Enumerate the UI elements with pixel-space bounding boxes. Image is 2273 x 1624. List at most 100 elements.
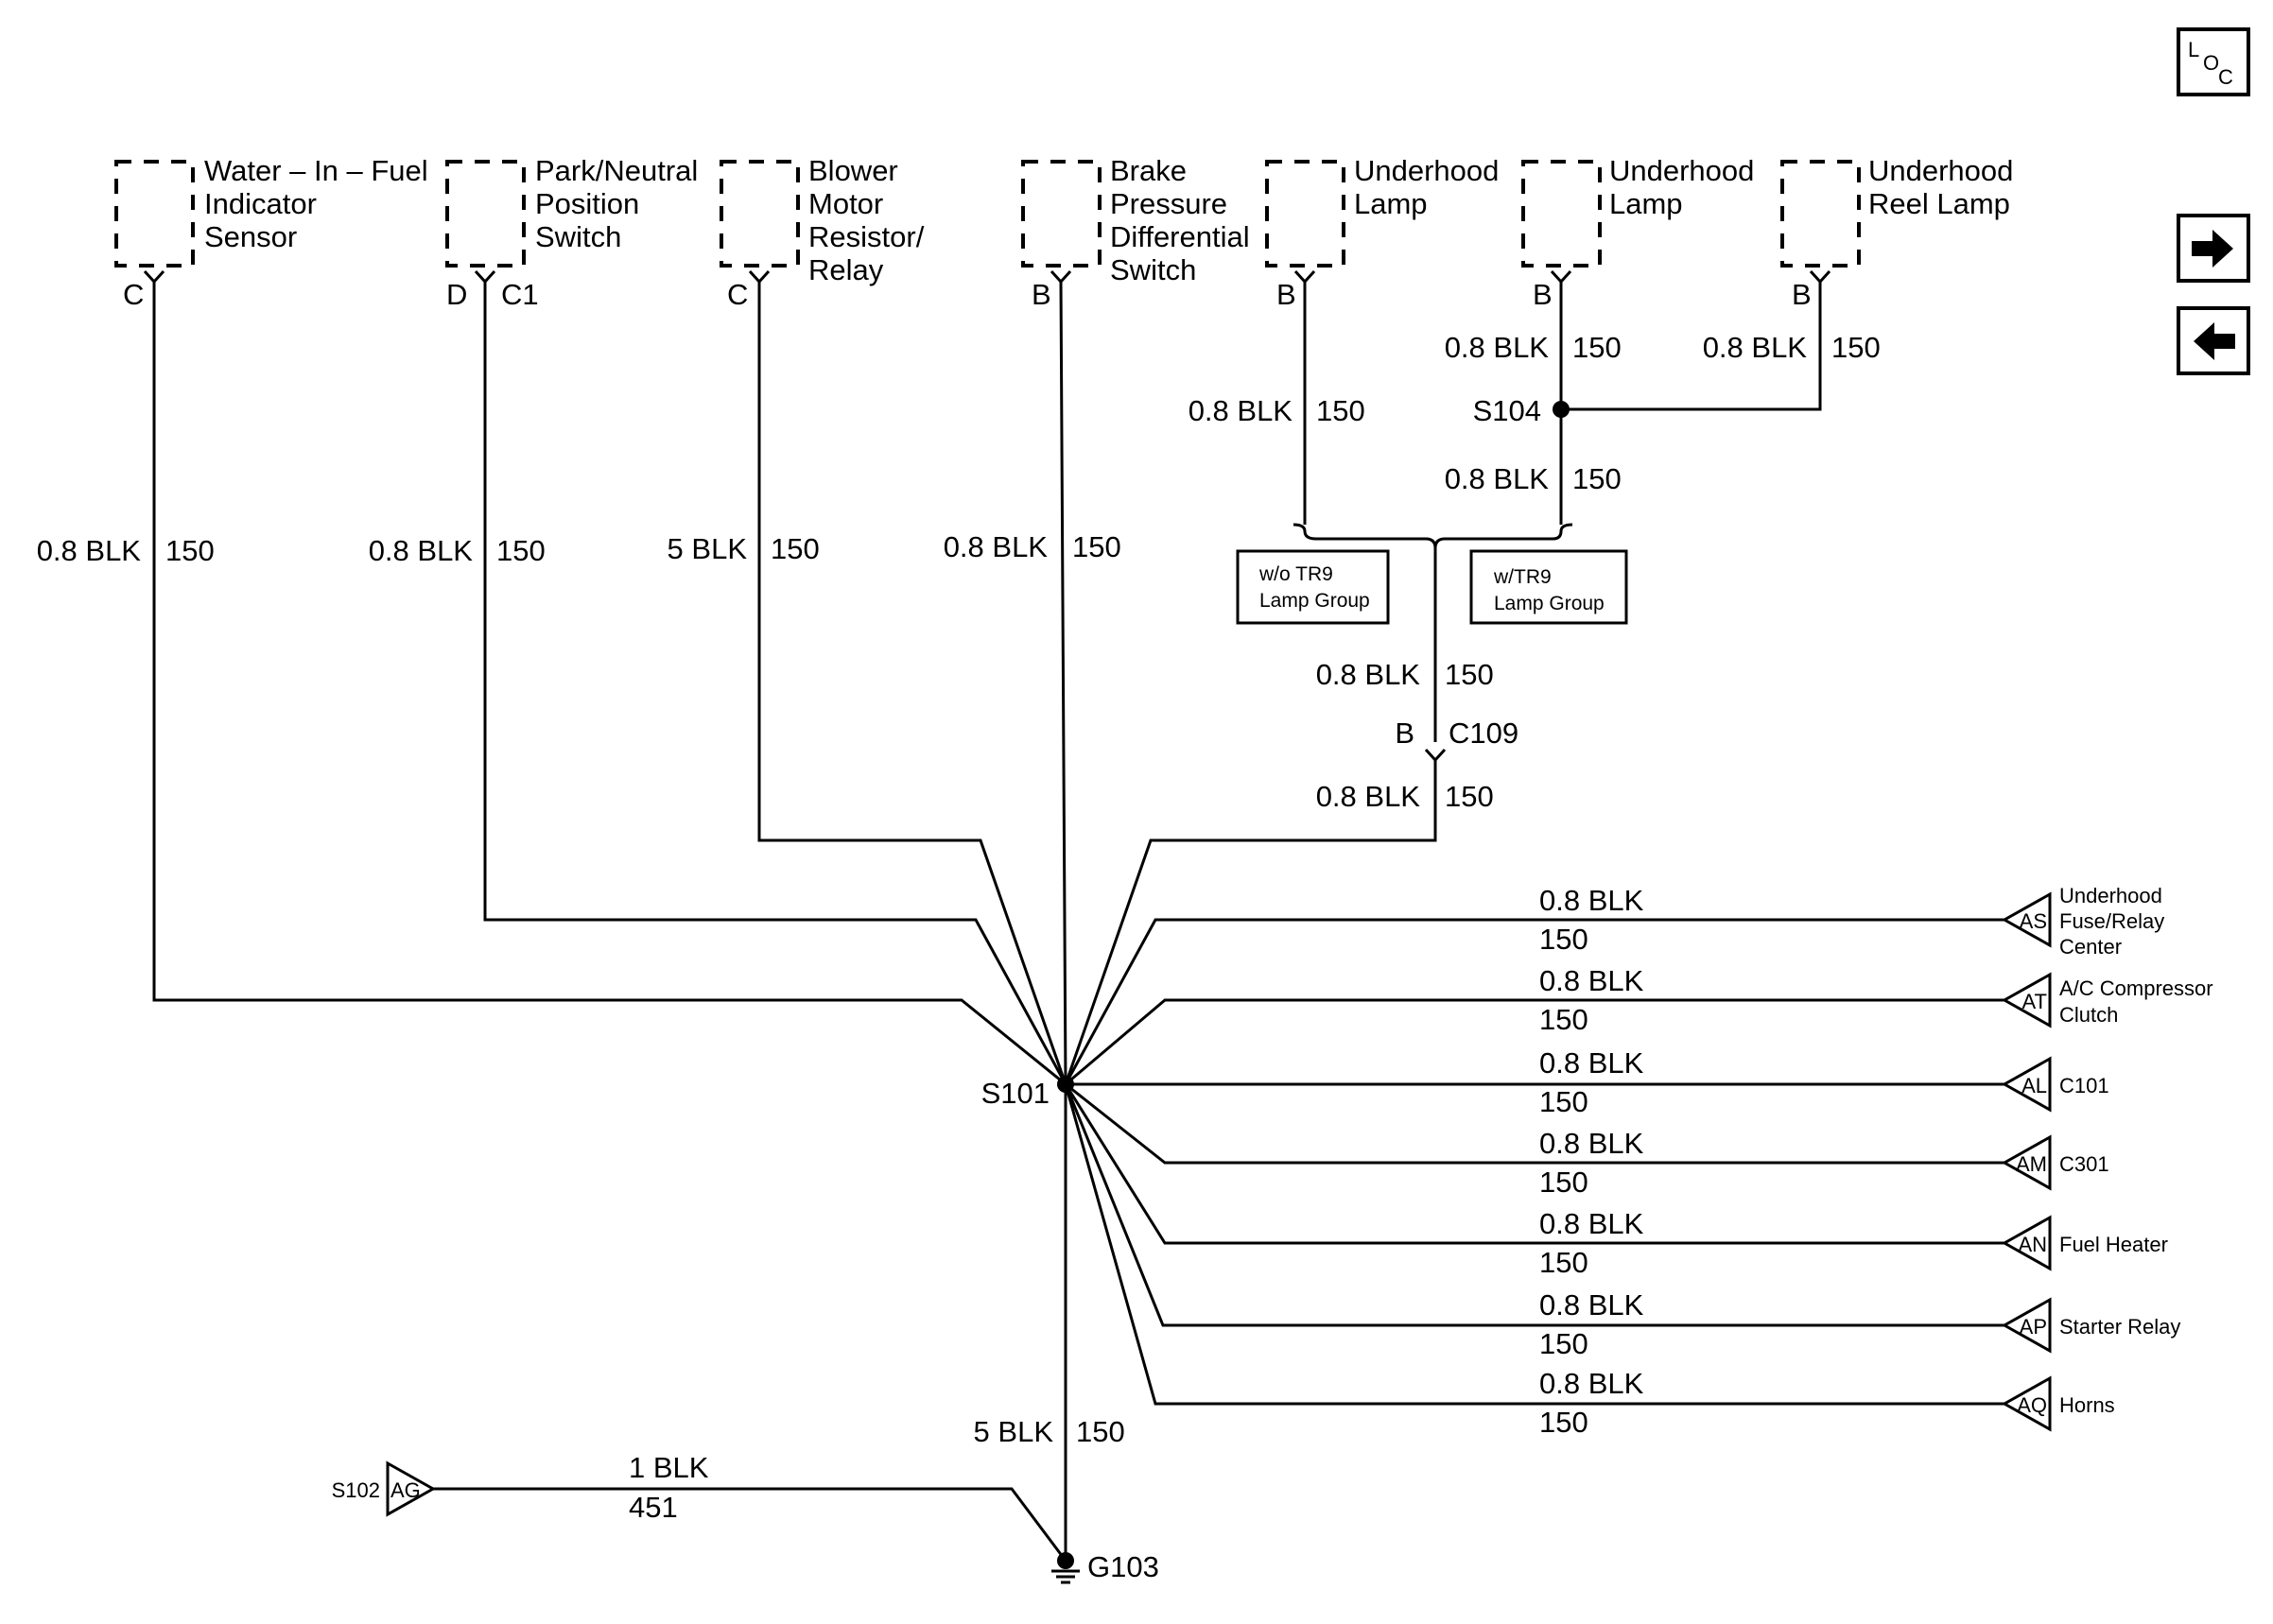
component-label: Reel Lamp xyxy=(1868,187,2010,220)
component-box xyxy=(445,160,526,268)
component-underhood-lamp-1[interactable]: Underhood Lamp B xyxy=(1265,154,1499,311)
splice-s104[interactable]: S104 xyxy=(1473,394,1570,427)
wire-output-am[interactable] xyxy=(1065,1082,2004,1165)
wires xyxy=(152,281,2004,1562)
ground-label: G103 xyxy=(1087,1550,1159,1583)
ground-dot xyxy=(1057,1552,1074,1569)
output-ap-starter-relay[interactable]: 0.8 BLK 150 AP Starter Relay xyxy=(1539,1288,2180,1360)
wire-size-label: 0.8 BLK xyxy=(1539,884,1644,917)
component-label: Brake xyxy=(1110,154,1187,187)
wire-circuit-label: 150 xyxy=(1445,780,1494,813)
wire-brake[interactable] xyxy=(1059,281,1067,1085)
arrow-left-icon xyxy=(2194,322,2235,360)
wire-size-label: 0.8 BLK xyxy=(1539,1127,1644,1160)
wire-circuit-label: 150 xyxy=(771,532,820,565)
wire-output-an[interactable] xyxy=(1064,1083,2004,1245)
option-label: w/TR9 xyxy=(1493,566,1552,588)
wire-output-as[interactable] xyxy=(1064,918,2004,1085)
option-label: Lamp Group xyxy=(1494,593,1605,614)
wire-park-neutral[interactable] xyxy=(483,282,1067,1085)
output-label: Horns xyxy=(2059,1393,2115,1417)
component-box xyxy=(1021,160,1102,268)
inline-connector-s102[interactable]: AG S102 xyxy=(332,1460,437,1517)
wire-blower[interactable] xyxy=(757,282,1067,1085)
component-underhood-lamp-2[interactable]: Underhood Lamp B xyxy=(1521,154,1754,311)
wire-size-label: 0.8 BLK xyxy=(1539,1207,1644,1240)
connector-code: AP xyxy=(2020,1315,2047,1339)
connector-code: AN xyxy=(2018,1233,2047,1256)
wire-size-label: 0.8 BLK xyxy=(369,534,474,567)
wire-circuit-label: 150 xyxy=(1539,923,1588,956)
wire-output-at[interactable] xyxy=(1065,998,2004,1086)
wire-circuit-label: 150 xyxy=(1539,1085,1588,1118)
connector-triangle-icon xyxy=(2001,1375,2052,1432)
component-label: Blower xyxy=(808,154,898,187)
connector-code: AG xyxy=(390,1478,421,1502)
connector-triangle-icon xyxy=(2001,1215,2052,1271)
wire-water-in-fuel[interactable] xyxy=(152,282,1067,1086)
wire-s102[interactable] xyxy=(433,1487,1067,1562)
wire-size-label: 0.8 BLK xyxy=(1445,331,1550,364)
component-brake-pressure-differential-switch[interactable]: Brake Pressure Differential Switch B xyxy=(1021,154,1250,311)
previous-page-button[interactable] xyxy=(2177,306,2250,375)
output-an-fuel-heater[interactable]: 0.8 BLK 150 AN Fuel Heater xyxy=(1539,1207,2168,1279)
output-al-c101[interactable]: 0.8 BLK 150 AL C101 xyxy=(1539,1046,2109,1118)
connector-code: AT xyxy=(2022,990,2047,1013)
wire-output-ap[interactable] xyxy=(1064,1083,2004,1327)
loc-letter: L xyxy=(2188,38,2199,61)
wire-circuit-label: 150 xyxy=(1076,1415,1125,1448)
wire-underhood-reel-lamp[interactable] xyxy=(1561,282,1822,411)
connector-code: AL xyxy=(2021,1074,2047,1097)
wire-size-label: 0.8 BLK xyxy=(944,530,1049,563)
pin-chevron xyxy=(1050,269,1072,285)
output-label: Center xyxy=(2059,935,2122,959)
wire-labels: 0.8 BLK 150 0.8 BLK 150 5 BLK 150 0.8 BL… xyxy=(37,331,1881,1524)
output-am-c301[interactable]: 0.8 BLK 150 AM C301 xyxy=(1539,1127,2109,1199)
wire-size-label: 1 BLK xyxy=(629,1451,709,1484)
component-box xyxy=(1780,160,1861,268)
output-aq-horns[interactable]: 0.8 BLK 150 AQ Horns xyxy=(1539,1367,2115,1439)
wire-size-label: 0.8 BLK xyxy=(1316,780,1421,813)
component-label: Position xyxy=(535,187,639,220)
component-label: Switch xyxy=(535,220,621,253)
loc-button[interactable]: L O C xyxy=(2177,27,2250,96)
next-page-button[interactable] xyxy=(2177,214,2250,283)
pin-chevron xyxy=(474,269,496,285)
pin-label: C xyxy=(123,278,144,311)
wire-circuit-label: 150 xyxy=(1539,1406,1588,1439)
option-box xyxy=(1236,549,1390,625)
component-label: Indicator xyxy=(204,187,317,220)
output-at-ac-compressor-clutch[interactable]: 0.8 BLK 150 AT A/C Compressor Clutch xyxy=(1539,964,2213,1036)
wire-c109-to-s101[interactable] xyxy=(1064,760,1437,1085)
component-box xyxy=(1265,160,1345,268)
connector-code: AM xyxy=(2016,1152,2047,1176)
output-label: Underhood xyxy=(2059,884,2162,907)
pin-label: B xyxy=(1032,278,1051,311)
wire-size-label: 0.8 BLK xyxy=(1703,331,1808,364)
wire-size-label: 0.8 BLK xyxy=(1539,1367,1644,1400)
wire-circuit-label: 150 xyxy=(1072,530,1121,563)
pin-chevrons xyxy=(143,269,1831,285)
output-label: C301 xyxy=(2059,1152,2109,1176)
ground-g103[interactable]: G103 xyxy=(1051,1550,1159,1584)
component-label: Pressure xyxy=(1110,187,1227,220)
component-underhood-reel-lamp[interactable]: Underhood Reel Lamp B xyxy=(1780,154,2013,311)
output-label: A/C Compressor xyxy=(2059,976,2213,1000)
component-park-neutral-switch[interactable]: Park/Neutral Position Switch D C1 xyxy=(445,154,698,311)
wire-circuit-label: 150 xyxy=(496,534,546,567)
component-label: Underhood xyxy=(1868,154,2013,187)
pin-label: D xyxy=(446,278,467,311)
pin-label: B xyxy=(1395,717,1414,750)
wire-size-label: 5 BLK xyxy=(974,1415,1054,1448)
connector-c109[interactable]: B C109 xyxy=(1395,717,1518,750)
splice-s101[interactable]: S101 xyxy=(981,1076,1074,1110)
c109-chevron xyxy=(1424,748,1447,763)
component-label: Motor xyxy=(808,187,883,220)
wire-circuit-label: 451 xyxy=(629,1491,678,1524)
component-label: Water – In – Fuel xyxy=(204,154,428,187)
output-as-underhood-fuse-relay-center[interactable]: 0.8 BLK 150 AS Underhood Fuse/Relay Cent… xyxy=(1539,884,2164,959)
wire-output-aq[interactable] xyxy=(1064,1083,2004,1406)
component-water-in-fuel-sensor[interactable]: Water – In – Fuel Indicator Sensor C xyxy=(114,154,428,311)
component-blower-motor-resistor-relay[interactable]: Blower Motor Resistor/ Relay C xyxy=(720,154,925,311)
